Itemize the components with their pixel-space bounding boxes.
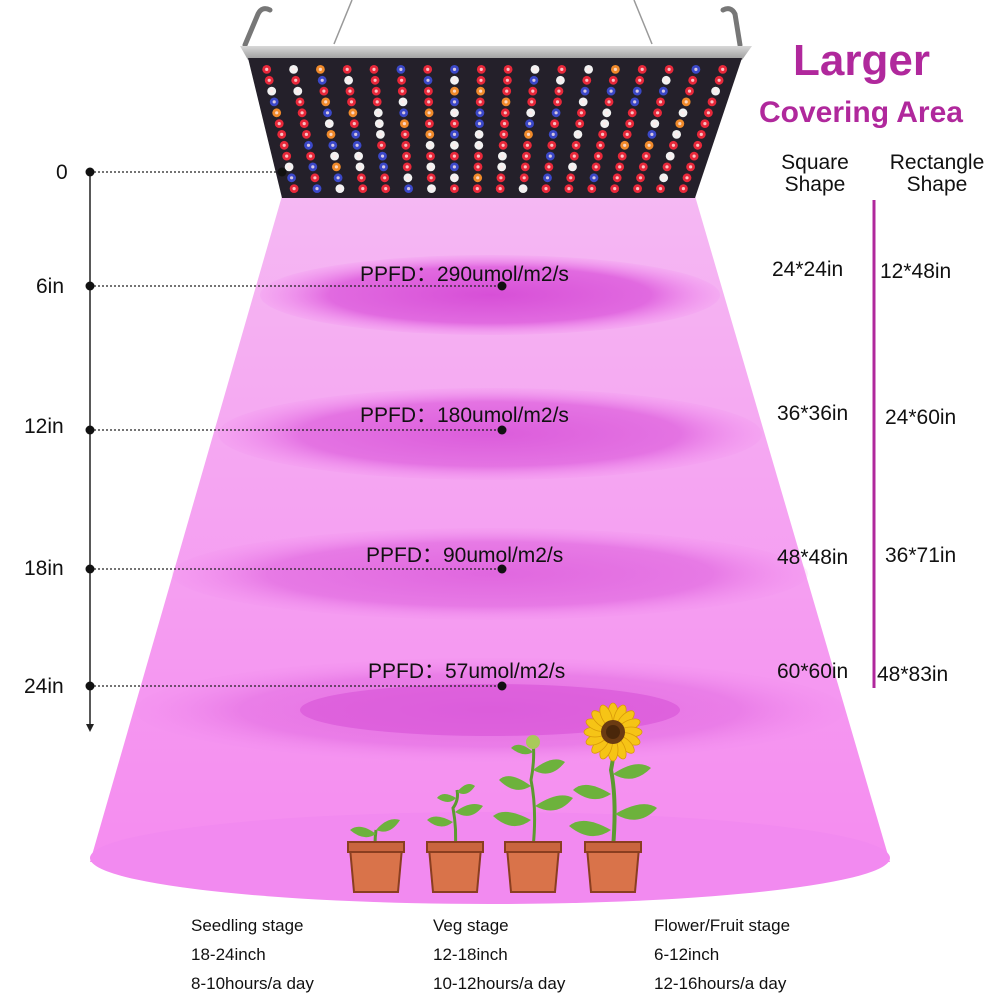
led-grow-panel [240, 46, 752, 198]
young-plant-icon [493, 735, 573, 893]
stage-veg: Veg stage 12-18inch 10-12hours/a day [433, 911, 565, 998]
title-line-1: Larger [793, 36, 930, 85]
stage-distance: 12-18inch [433, 945, 508, 964]
intensity-core-24in [300, 684, 680, 736]
stage-distance: 18-24inch [191, 945, 266, 964]
square-header-line-1: Square [781, 151, 849, 174]
square-shape-header: Square Shape [770, 152, 860, 196]
square-12in: 36*36in [777, 402, 849, 425]
rectangle-12in: 24*60in [885, 406, 957, 429]
square-24in: 60*60in [777, 660, 849, 683]
sprout-icon [426, 784, 484, 893]
rectangle-24in: 48*83in [877, 663, 949, 686]
depth-label-0: 0 [56, 161, 68, 184]
stage-hours: 8-10hours/a day [191, 974, 314, 993]
square-header-line-2: Shape [784, 173, 846, 196]
ppfd-label-12in: PPFD：180umol/m2/s [360, 404, 569, 427]
stage-distance: 6-12inch [654, 945, 720, 964]
stage-hours: 10-12hours/a day [433, 974, 566, 993]
ppfd-label-6in: PPFD：290umol/m2/s [360, 263, 569, 286]
depth-label-24in: 24in [24, 675, 64, 698]
led-array [262, 65, 728, 194]
depth-axis [85, 167, 507, 732]
depth-label-18in: 18in [24, 557, 64, 580]
square-6in: 24*24in [772, 258, 844, 281]
seedling-icon [347, 819, 405, 893]
stage-flower-fruit: Flower/Fruit stage 6-12inch 12-16hours/a… [654, 911, 790, 998]
stage-name: Seedling stage [191, 916, 304, 935]
depth-label-6in: 6in [36, 275, 65, 298]
intensity-ring-6in [260, 255, 720, 335]
rectangle-6in: 12*48in [880, 260, 952, 283]
sunflower-icon [569, 702, 657, 893]
intensity-ring-18in [172, 528, 808, 620]
ppfd-label-18in: PPFD：90umol/m2/s [366, 544, 564, 567]
square-18in: 48*48in [777, 546, 849, 569]
hanging-cords [242, 0, 743, 48]
depth-label-12in: 12in [24, 415, 64, 438]
rectangle-header-line-1: Rectangle [889, 151, 985, 174]
stage-seedling: Seedling stage 18-24inch 8-10hours/a day [191, 911, 314, 998]
light-beam-bottom [90, 812, 890, 904]
rectangle-shape-header: Rectangle Shape [878, 152, 996, 196]
intensity-ring-12in [218, 388, 762, 480]
title-line-2: Covering Area [759, 96, 963, 129]
stage-hours: 12-16hours/a day [654, 974, 787, 993]
stage-name: Veg stage [433, 916, 509, 935]
ppfd-label-24in: PPFD：57umol/m2/s [368, 660, 566, 683]
rectangle-18in: 36*71in [885, 544, 957, 567]
stage-name: Flower/Fruit stage [654, 916, 791, 935]
rectangle-header-line-2: Shape [906, 173, 968, 196]
